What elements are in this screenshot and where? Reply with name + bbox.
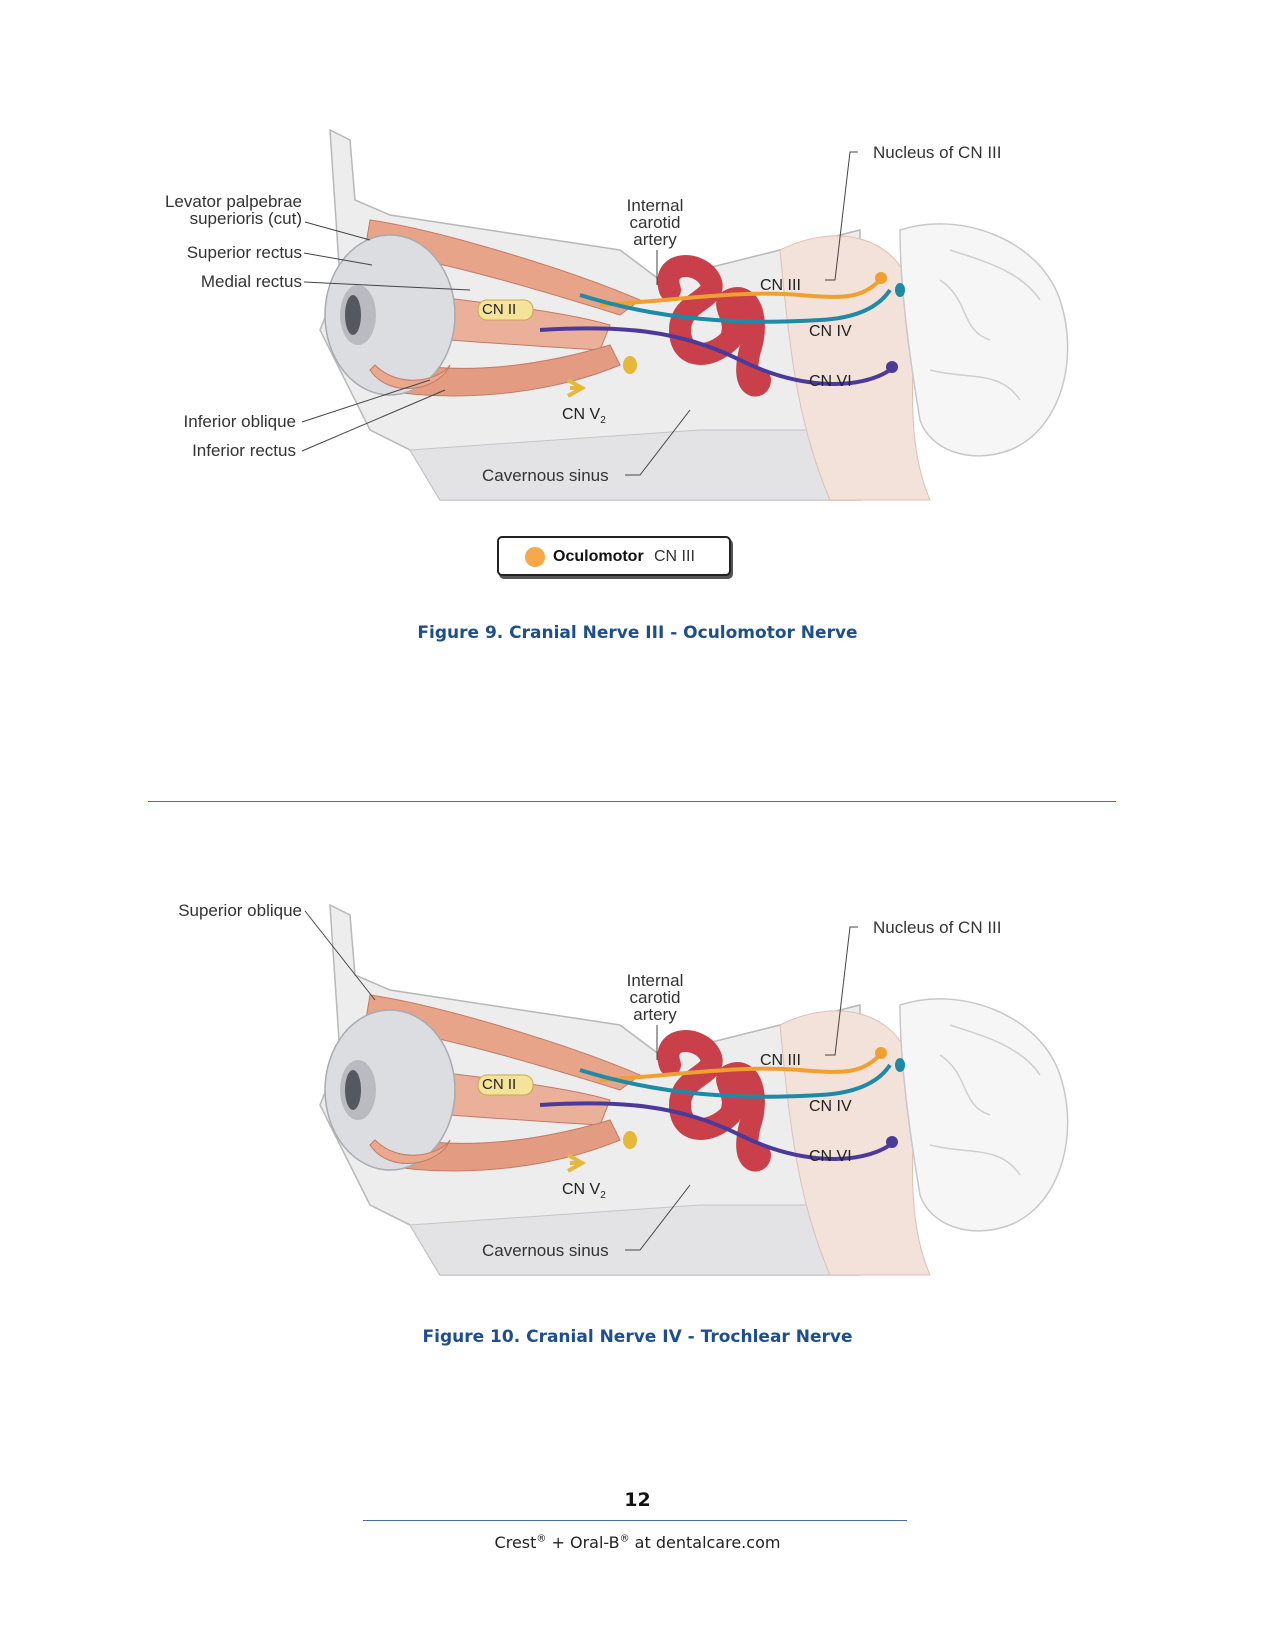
figure-10-caption: Figure 10. Cranial Nerve IV - Trochlear … <box>422 1327 853 1347</box>
legend-bold-label: Oculomotor <box>553 548 644 565</box>
label-cavernous-sinus: Cavernous sinus <box>482 1241 609 1260</box>
footer-text: Crest® + Oral-B® at dentalcare.com <box>494 1533 781 1552</box>
label-cn2: CN II <box>482 301 517 318</box>
label-superior-rectus: Superior rectus <box>186 243 302 262</box>
label-cn6: CN VI <box>809 373 852 390</box>
footer-divider <box>363 1520 907 1521</box>
legend-label: CN III <box>654 548 695 565</box>
label-cavernous-sinus: Cavernous sinus <box>482 466 609 485</box>
label-cn5-2: CN V2 <box>562 1181 606 1202</box>
label-superior-oblique: Superior oblique <box>178 901 302 920</box>
figure-10-illustration: Superior oblique Internal carotid artery… <box>140 901 1100 1325</box>
label-nucleus-cn3: Nucleus of CN III <box>873 143 1002 162</box>
figure-9-illustration: Levator palpebrae superioris (cut) Super… <box>140 128 1100 550</box>
label-inferior-oblique: Inferior oblique <box>183 412 296 431</box>
label-inferior-rectus: Inferior rectus <box>192 441 296 460</box>
label-cn4: CN IV <box>809 1098 852 1115</box>
label-cn2: CN II <box>482 1076 517 1093</box>
figure-9-caption: Figure 9. Cranial Nerve III - Oculomotor… <box>417 623 858 643</box>
legend-oculomotor: Oculomotor CN III <box>497 536 731 576</box>
legend-color-dot <box>525 547 545 567</box>
label-cn6: CN VI <box>809 1148 852 1165</box>
label-cn3: CN III <box>760 277 801 294</box>
label-internal-carotid-artery: Internal carotid artery <box>626 196 684 249</box>
oculomotor-anatomy-drawing <box>301 128 1069 501</box>
label-cn4: CN IV <box>809 323 852 340</box>
page-number: 12 <box>624 1489 651 1511</box>
trochlear-anatomy-drawing <box>304 903 1069 1276</box>
label-nucleus-cn3: Nucleus of CN III <box>873 918 1002 937</box>
label-internal-carotid-artery: Internal carotid artery <box>626 971 684 1024</box>
label-medial-rectus: Medial rectus <box>200 272 302 291</box>
label-cn5-2: CN V2 <box>562 406 606 427</box>
section-divider <box>148 801 1116 802</box>
label-levator-palpebrae: Levator palpebrae superioris (cut) <box>164 192 302 228</box>
label-cn3: CN III <box>760 1052 801 1069</box>
